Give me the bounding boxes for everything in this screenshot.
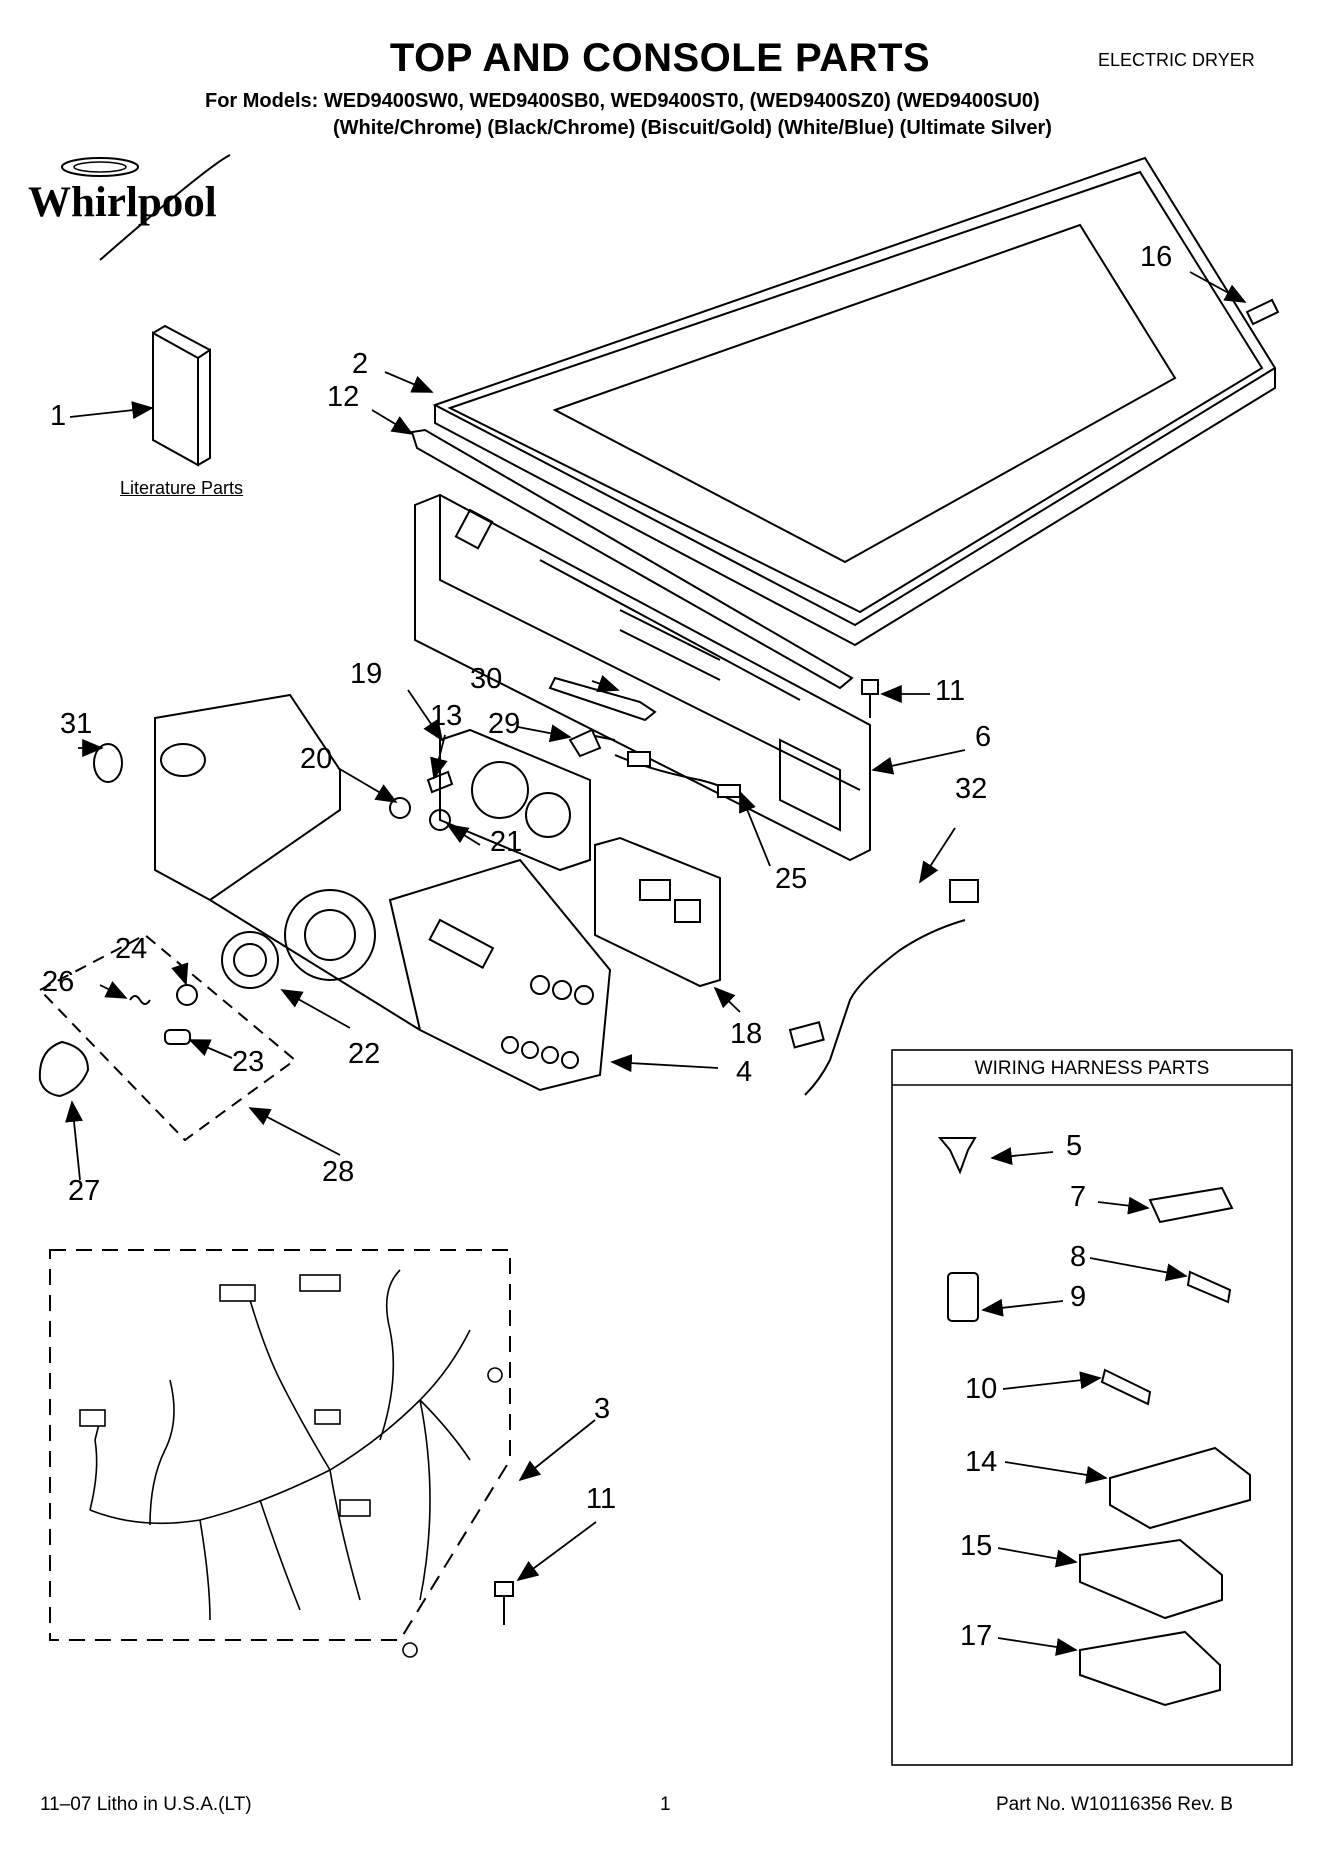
spring-26-icon — [129, 995, 151, 1005]
control-board-18 — [594, 836, 721, 988]
wiring-harness-box — [891, 1049, 1293, 1766]
literature-parts-label: Literature Parts — [120, 478, 244, 498]
knob-27-icon — [38, 1040, 90, 1098]
callout-32: 32 — [955, 773, 988, 805]
part-21-icon — [429, 809, 451, 831]
harness-32-icon — [804, 919, 966, 1096]
callout-22: 22 — [348, 1038, 381, 1070]
callout-27: 27 — [68, 1175, 101, 1207]
terminal-8-icon — [1186, 1270, 1232, 1304]
console-panel — [154, 693, 612, 1092]
callout-25: 25 — [775, 863, 808, 895]
footer-litho: 11–07 Litho in U.S.A.(LT) — [40, 1794, 252, 1815]
ring-31-icon — [93, 743, 123, 783]
wiring-harness-title: WIRING HARNESS PARTS — [974, 1058, 1210, 1079]
console-bracket — [414, 493, 871, 862]
callout-5: 5 — [1066, 1130, 1083, 1162]
connector-9-icon — [947, 1272, 979, 1322]
callout-9: 9 — [1070, 1281, 1087, 1313]
callout-6: 6 — [975, 721, 992, 753]
footer-part-number: Part No. W10116356 Rev. B — [996, 1794, 1233, 1815]
callout-8: 8 — [1070, 1241, 1087, 1273]
dryer-top-panel — [432, 156, 1277, 647]
callout-28: 28 — [322, 1156, 355, 1188]
callout-17: 17 — [960, 1620, 993, 1652]
page-title: TOP AND CONSOLE PARTS — [389, 36, 931, 80]
logo-swirl-icon — [61, 154, 231, 261]
leader-arrows — [65, 271, 1247, 1656]
callout-26: 26 — [42, 966, 75, 998]
connector-7-icon — [1148, 1186, 1234, 1224]
callout-3: 3 — [594, 1393, 611, 1425]
callout-16: 16 — [1140, 241, 1173, 273]
top-strip-bar — [410, 428, 854, 690]
part-20-icon — [389, 797, 411, 819]
callout-29: 29 — [488, 708, 521, 740]
models-line: For Models: WED9400SW0, WED9400SB0, WED9… — [205, 90, 1040, 112]
screw-16-icon — [1245, 298, 1280, 326]
callout-11b: 11 — [586, 1483, 617, 1515]
document-type: ELECTRIC DRYER — [1098, 50, 1255, 70]
callout-4: 4 — [736, 1056, 753, 1088]
callout-7: 7 — [1070, 1181, 1087, 1213]
callout-20: 20 — [300, 743, 333, 775]
callout-11: 11 — [935, 675, 966, 707]
brand-logo-text: Whirlpool — [28, 179, 217, 226]
callout-14: 14 — [965, 1446, 998, 1478]
dial-22-icon — [221, 931, 279, 989]
housing-15-icon — [1079, 1538, 1223, 1620]
screw-11b-icon — [494, 1581, 514, 1625]
clip-5-icon — [937, 1137, 977, 1175]
colors-line: (White/Chrome) (Black/Chrome) (Biscuit/G… — [333, 117, 1052, 139]
housing-17-icon — [1079, 1630, 1221, 1707]
housing-14-icon — [1109, 1446, 1251, 1530]
callout-24: 24 — [115, 933, 148, 965]
callout-19: 19 — [350, 658, 383, 690]
terminal-10-icon — [1100, 1368, 1152, 1406]
main-harness-3 — [79, 1269, 503, 1658]
callout-23: 23 — [232, 1046, 265, 1078]
callout-12: 12 — [327, 381, 360, 413]
callout-2: 2 — [352, 348, 369, 380]
main-harness-outline — [49, 1249, 511, 1641]
cable-tie-icon — [548, 676, 657, 722]
callout-31: 31 — [60, 708, 93, 740]
clip-29-icon — [568, 728, 602, 758]
footer-page-number: 1 — [660, 1794, 671, 1815]
knob-housing-19 — [439, 728, 591, 872]
callout-1: 1 — [50, 400, 67, 432]
callout-10: 10 — [965, 1373, 998, 1405]
whirlpool-logo — [20, 145, 270, 275]
callout-15: 15 — [960, 1530, 993, 1562]
screw-11-icon — [861, 679, 879, 718]
callout-13: 13 — [430, 700, 463, 732]
callout-30: 30 — [470, 663, 503, 695]
part-23-icon — [164, 1029, 191, 1045]
literature-booklet-icon — [152, 324, 211, 467]
callout-18: 18 — [730, 1018, 763, 1050]
callout-21: 21 — [490, 826, 523, 858]
part-24-icon — [176, 984, 198, 1006]
